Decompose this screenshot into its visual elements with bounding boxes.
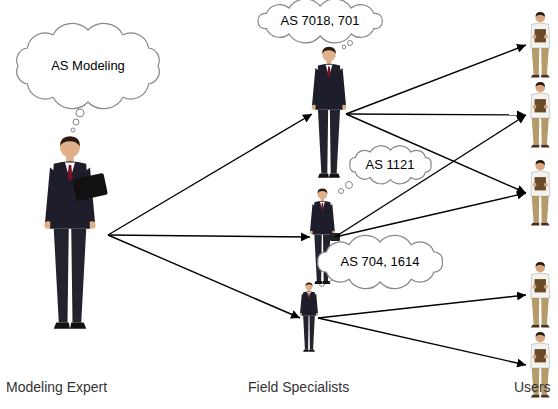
user-figure bbox=[531, 262, 550, 328]
cloud-shape bbox=[318, 235, 443, 288]
arrow-connector bbox=[318, 318, 526, 365]
specialist-figure bbox=[300, 282, 318, 351]
thought-cloud: AS 1121 bbox=[345, 145, 436, 185]
arrow-connector bbox=[108, 235, 310, 237]
arrow-connector bbox=[108, 114, 312, 235]
expert-figure bbox=[45, 135, 108, 335]
user-figure bbox=[531, 12, 550, 78]
user-figure bbox=[526, 262, 554, 328]
cloud-text: AS 7018, 701 bbox=[281, 13, 360, 29]
cloud-text: AS 1121 bbox=[366, 157, 415, 173]
arrow-connector bbox=[108, 235, 300, 318]
user-figure bbox=[526, 12, 554, 78]
user-figure bbox=[531, 160, 550, 226]
user-figure bbox=[526, 160, 554, 226]
cloud-text: AS Modeling bbox=[51, 58, 125, 74]
arrow-connector bbox=[346, 45, 526, 114]
cloud-shape bbox=[17, 23, 160, 108]
thought-cloud: AS 704, 1614 bbox=[313, 237, 447, 287]
specialist-figure bbox=[300, 282, 318, 354]
thought-cloud: AS 7018, 701 bbox=[253, 1, 387, 41]
caption-label: Field Specialists bbox=[248, 379, 349, 396]
user-figure bbox=[526, 82, 554, 148]
specialist-figure bbox=[312, 46, 346, 182]
caption-label: Users bbox=[514, 379, 551, 396]
thought-cloud: AS Modeling bbox=[13, 25, 163, 107]
specialist-figure bbox=[312, 47, 347, 178]
user-figure bbox=[531, 82, 550, 148]
cloud-shape bbox=[258, 0, 382, 43]
arrow-connector bbox=[318, 295, 526, 318]
cloud-text: AS 704, 1614 bbox=[341, 254, 420, 270]
arrow-connector bbox=[346, 114, 526, 193]
arrow-connector bbox=[335, 115, 526, 237]
cloud-shape bbox=[349, 146, 430, 184]
arrow-connector bbox=[346, 114, 526, 115]
modeling-expert-figure bbox=[44, 136, 108, 329]
caption-label: Modeling Expert bbox=[6, 379, 107, 396]
arrow-connector bbox=[335, 193, 526, 237]
